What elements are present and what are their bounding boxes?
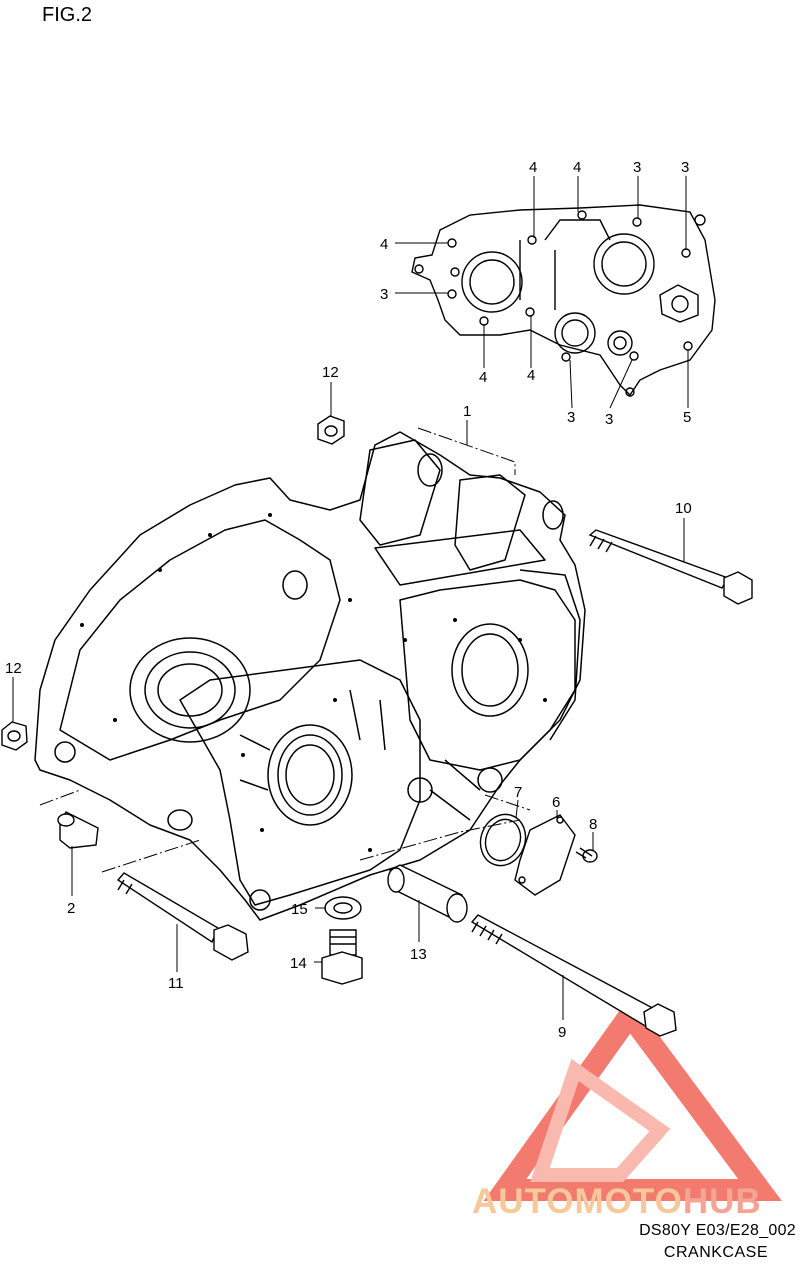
- callout-11: 11: [168, 975, 184, 992]
- watermark-brand-text: AUTOMOTOHUB: [472, 1182, 762, 1222]
- callout-inset-3a: 3: [633, 159, 641, 176]
- callout-inset-3e: 3: [605, 411, 613, 428]
- callout-13: 13: [410, 946, 427, 963]
- callout-6: 6: [552, 794, 560, 811]
- callout-1: 1: [463, 403, 471, 420]
- callout-inset-4d: 4: [479, 369, 487, 386]
- callout-inset-5: 5: [683, 409, 691, 426]
- screw-8: [575, 847, 598, 863]
- callout-12-top: 12: [322, 364, 339, 381]
- callout-numbers: 4 4 3 3 4 3 4 4 3 3 5 12 1 10 12 2 7 6 8…: [5, 159, 692, 1041]
- callout-inset-3b: 3: [681, 159, 689, 176]
- crankcase-assembly: [34, 431, 586, 921]
- watermark-brand-part2: HUB: [682, 1182, 762, 1221]
- watermark-inner-triangle: [530, 1058, 671, 1182]
- diagram-code: DS80Y E03/E28_002: [639, 1222, 796, 1239]
- alignment-lines: [39, 427, 531, 873]
- drain-plug-14: [321, 929, 363, 985]
- bolt-9: [470, 914, 677, 1037]
- callout-8: 8: [589, 816, 597, 833]
- callout-inset-4c: 4: [380, 236, 388, 253]
- callout-inset-3d: 3: [567, 409, 575, 426]
- watermark-brand-part1: AUTOMOTO: [472, 1182, 683, 1221]
- callout-14: 14: [290, 955, 307, 972]
- diagram-name: CRANKCASE: [663, 1244, 768, 1261]
- figure-label: FIG.2: [42, 4, 93, 26]
- watermark-logo: [483, 996, 782, 1201]
- main-leader-lines: [12, 382, 685, 1020]
- sleeve-13: [387, 864, 468, 923]
- bolt-10: [588, 529, 753, 605]
- crankcase-half-inset: [411, 204, 716, 397]
- nut-12-top: [317, 415, 345, 445]
- callout-inset-4e: 4: [527, 367, 535, 384]
- bolt-11: [116, 872, 249, 961]
- inset-leader-lines: [395, 176, 689, 409]
- callout-9: 9: [558, 1024, 566, 1041]
- nut-12-left: [1, 721, 28, 751]
- gasket-15: [324, 896, 362, 920]
- callout-12-left: 12: [5, 660, 22, 677]
- callout-inset-4b: 4: [573, 159, 581, 176]
- callout-15: 15: [291, 901, 308, 918]
- callout-7: 7: [514, 784, 522, 801]
- cap-6: [514, 814, 576, 896]
- crankcase-holes: [80, 513, 547, 852]
- dowel-pin-2: [57, 811, 99, 849]
- callout-2: 2: [67, 900, 75, 917]
- callout-inset-4a: 4: [529, 159, 537, 176]
- callout-10: 10: [675, 500, 692, 517]
- callout-inset-3c: 3: [380, 286, 388, 303]
